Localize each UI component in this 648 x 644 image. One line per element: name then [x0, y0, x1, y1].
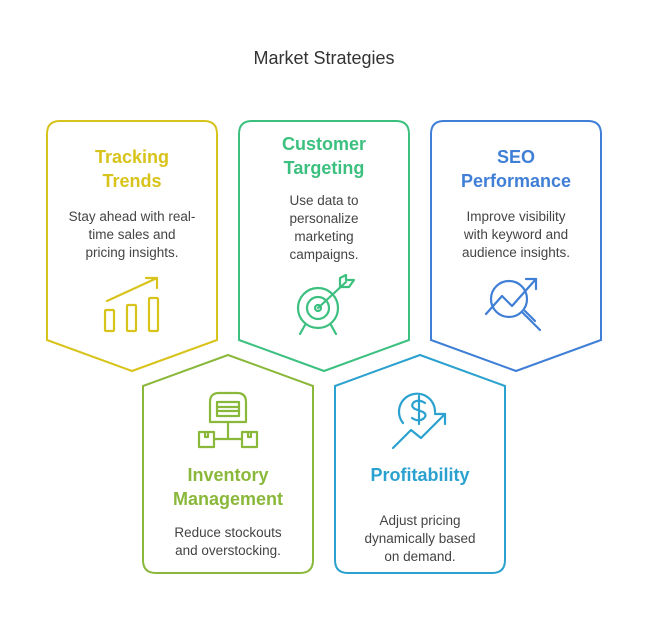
card-heading: SEO Performance: [460, 147, 572, 191]
card-description: Use data to personalize marketing campai…: [289, 193, 359, 262]
diagram-title: Market Strategies: [253, 48, 395, 68]
card-customer-targeting: Customer Targeting Use data to personali…: [238, 120, 410, 373]
card-description: Adjust pricing dynamically based on dema…: [364, 513, 476, 564]
card-shape: [430, 120, 602, 373]
warehouse-boxes-icon: [197, 391, 259, 449]
card-description: Stay ahead with real- time sales and pri…: [68, 209, 196, 260]
card-shape: [142, 353, 314, 574]
card-inventory-management: Inventory Management Reduce stockouts an…: [142, 353, 314, 574]
target-arrow-icon: [296, 273, 356, 336]
dollar-growth-icon: [391, 392, 447, 450]
card-shape: [238, 120, 410, 373]
card-seo-performance: SEO Performance Improve visibility with …: [430, 120, 602, 373]
magnifier-trend-icon: [484, 277, 542, 332]
card-heading: Inventory Management: [172, 465, 284, 509]
card-heading: Tracking Trends: [94, 147, 170, 191]
card-shape: [46, 120, 218, 373]
card-tracking-trends: Tracking Trends Stay ahead with real- ti…: [46, 120, 218, 373]
card-description: Reduce stockouts and overstocking.: [174, 525, 282, 558]
card-heading: Profitability: [370, 465, 470, 485]
bar-chart-growth-icon: [103, 276, 160, 333]
card-profitability: Profitability Adjust pricing dynamically…: [334, 353, 506, 574]
card-description: Improve visibility with keyword and audi…: [461, 209, 571, 260]
card-heading: Customer Targeting: [281, 134, 366, 178]
card-shape: [334, 353, 506, 574]
